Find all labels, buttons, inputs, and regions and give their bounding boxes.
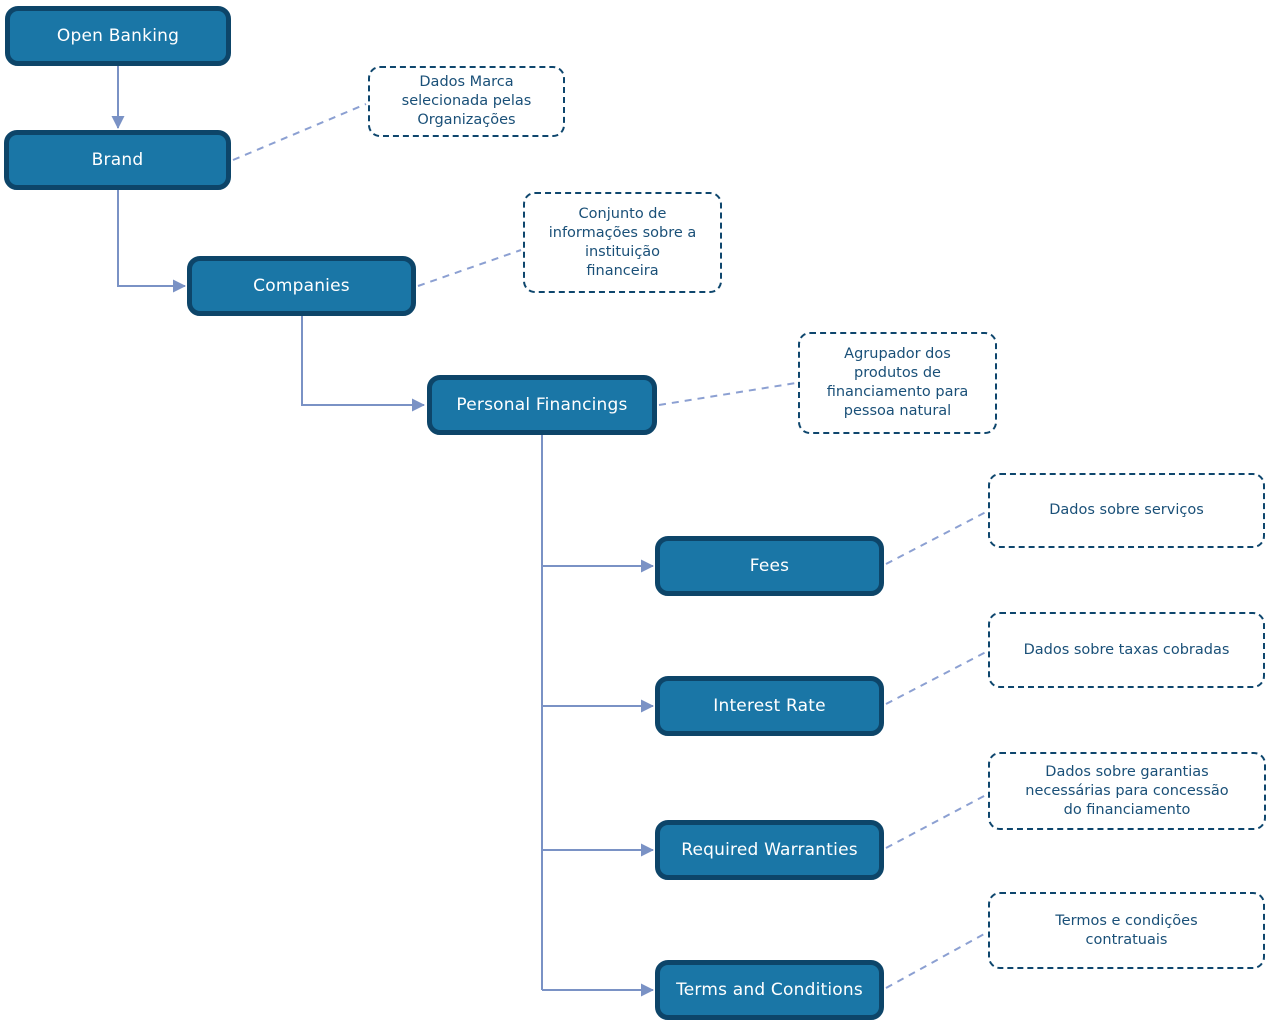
node-brand-label: Brand: [91, 150, 144, 170]
node-required-warranties-label: Required Warranties: [681, 840, 858, 860]
node-personal-financings[interactable]: Personal Financings: [427, 375, 657, 435]
node-interest-rate[interactable]: Interest Rate: [655, 676, 884, 736]
annotation-terms-and-conditions: Termos e condições contratuais: [988, 892, 1265, 969]
arrow-companies-personalfinancings: [301, 316, 425, 412]
annotation-companies: Conjunto de informações sobre a institui…: [523, 192, 722, 293]
annotation-fees: Dados sobre serviços: [988, 473, 1265, 548]
annotation-personal-financings: Agrupador dos produtos de financiamento …: [798, 332, 997, 434]
annotation-interest-rate: Dados sobre taxas cobradas: [988, 612, 1265, 688]
node-companies-label: Companies: [253, 276, 350, 296]
node-terms-and-conditions-label: Terms and Conditions: [676, 980, 863, 1000]
annotation-links: [232, 103, 987, 989]
annotation-brand-text: Dados Marca selecionada pelas Organizaçõ…: [401, 74, 532, 128]
node-fees-label: Fees: [749, 556, 790, 576]
link-fees-note: [885, 511, 987, 565]
annotation-fees-text: Dados sobre serviços: [1049, 502, 1204, 518]
annotation-terms-and-conditions-text: Termos e condições contratuais: [1055, 912, 1198, 948]
annotation-brand: Dados Marca selecionada pelas Organizaçõ…: [368, 66, 565, 137]
hierarchy-arrows: [111, 66, 654, 997]
node-brand[interactable]: Brand: [4, 130, 231, 190]
annotation-companies-text: Conjunto de informações sobre a institui…: [548, 205, 697, 279]
link-companies-note: [417, 249, 522, 287]
annotation-required-warranties: Dados sobre garantias necessárias para c…: [988, 752, 1266, 830]
node-terms-and-conditions[interactable]: Terms and Conditions: [655, 960, 884, 1020]
annotation-interest-rate-text: Dados sobre taxas cobradas: [1023, 641, 1230, 658]
annotation-required-warranties-text: Dados sobre garantias necessárias para c…: [1025, 763, 1229, 818]
node-personal-financings-label: Personal Financings: [456, 395, 628, 415]
node-interest-rate-label: Interest Rate: [713, 696, 826, 716]
link-interestrate-note: [885, 651, 987, 705]
link-termsandconditions-note: [885, 932, 987, 989]
node-fees[interactable]: Fees: [655, 536, 884, 596]
node-companies[interactable]: Companies: [187, 256, 416, 316]
node-required-warranties[interactable]: Required Warranties: [655, 820, 884, 880]
link-personalfinancings-note: [658, 382, 797, 406]
link-requiredwarranties-note: [885, 794, 987, 849]
arrow-brand-companies: [117, 190, 186, 293]
link-brand-note: [232, 103, 367, 161]
node-open-banking-label: Open Banking: [56, 26, 180, 46]
annotation-personal-financings-text: Agrupador dos produtos de financiamento …: [826, 346, 969, 419]
node-open-banking[interactable]: Open Banking: [5, 6, 231, 66]
